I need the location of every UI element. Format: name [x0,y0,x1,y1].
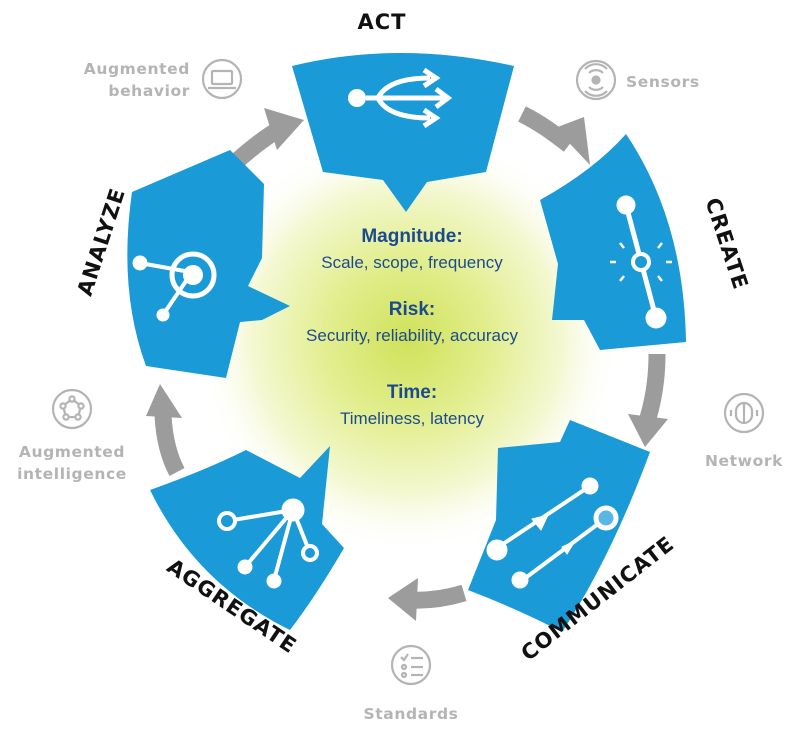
risk-title: Risk: [389,299,435,320]
stage-label-create: CREATE [701,195,753,293]
cycle-arrow-create-to-communicate [628,353,668,447]
augmented-intelligence-line2: intelligence [17,465,127,483]
arrows-icon [348,67,453,129]
network-label: Network [705,452,783,470]
augmented-behavior: Augmented behavior [84,58,243,100]
computer-icon [201,58,243,100]
augmented-behavior-line2: behavior [108,82,190,100]
augmented-behavior-line1: Augmented [84,60,190,78]
magnitude-text: Scale, scope, frequency [321,253,503,272]
cycle-arrows [146,106,668,621]
risk-text: Security, reliability, accuracy [306,326,518,345]
magnitude-title: Magnitude: [361,226,462,247]
sensor-node-icon [610,195,672,329]
cycle-arrow-aggregate-to-analyze [146,384,185,476]
cycle-arrow-act-to-create [518,106,590,165]
augmented-intelligence-line1: Augmented [19,443,125,461]
center-factors: Magnitude: Scale, scope, frequency Risk:… [306,226,518,428]
stage-label-act: ACT [358,10,407,34]
time-title: Time: [387,382,437,403]
cycle-arrow-communicate-to-aggregate [388,578,467,621]
checklist-icon [390,644,432,686]
standards: Standards [364,644,459,723]
act-segment[interactable] [292,53,514,212]
sensors-label: Sensors [626,73,700,91]
exchange-icon [486,477,619,589]
time-text: Timeliness, latency [340,409,484,428]
network: Network [705,392,783,470]
communicate-segment[interactable] [468,420,650,632]
augmented-intelligence: Augmented intelligence [17,388,127,483]
aggregate-segment[interactable] [150,446,344,630]
sensors: Sensors [575,59,700,101]
network-icon [723,392,765,434]
stage-label-analyze: ANALYZE [73,185,130,299]
hub-icon [217,498,319,589]
target-icon [132,251,217,322]
pentagon-network-icon [51,388,93,430]
create-segment[interactable] [540,134,686,350]
standards-label: Standards [364,705,459,723]
sensor-wave-icon [575,59,617,101]
analyze-segment[interactable] [127,150,290,378]
